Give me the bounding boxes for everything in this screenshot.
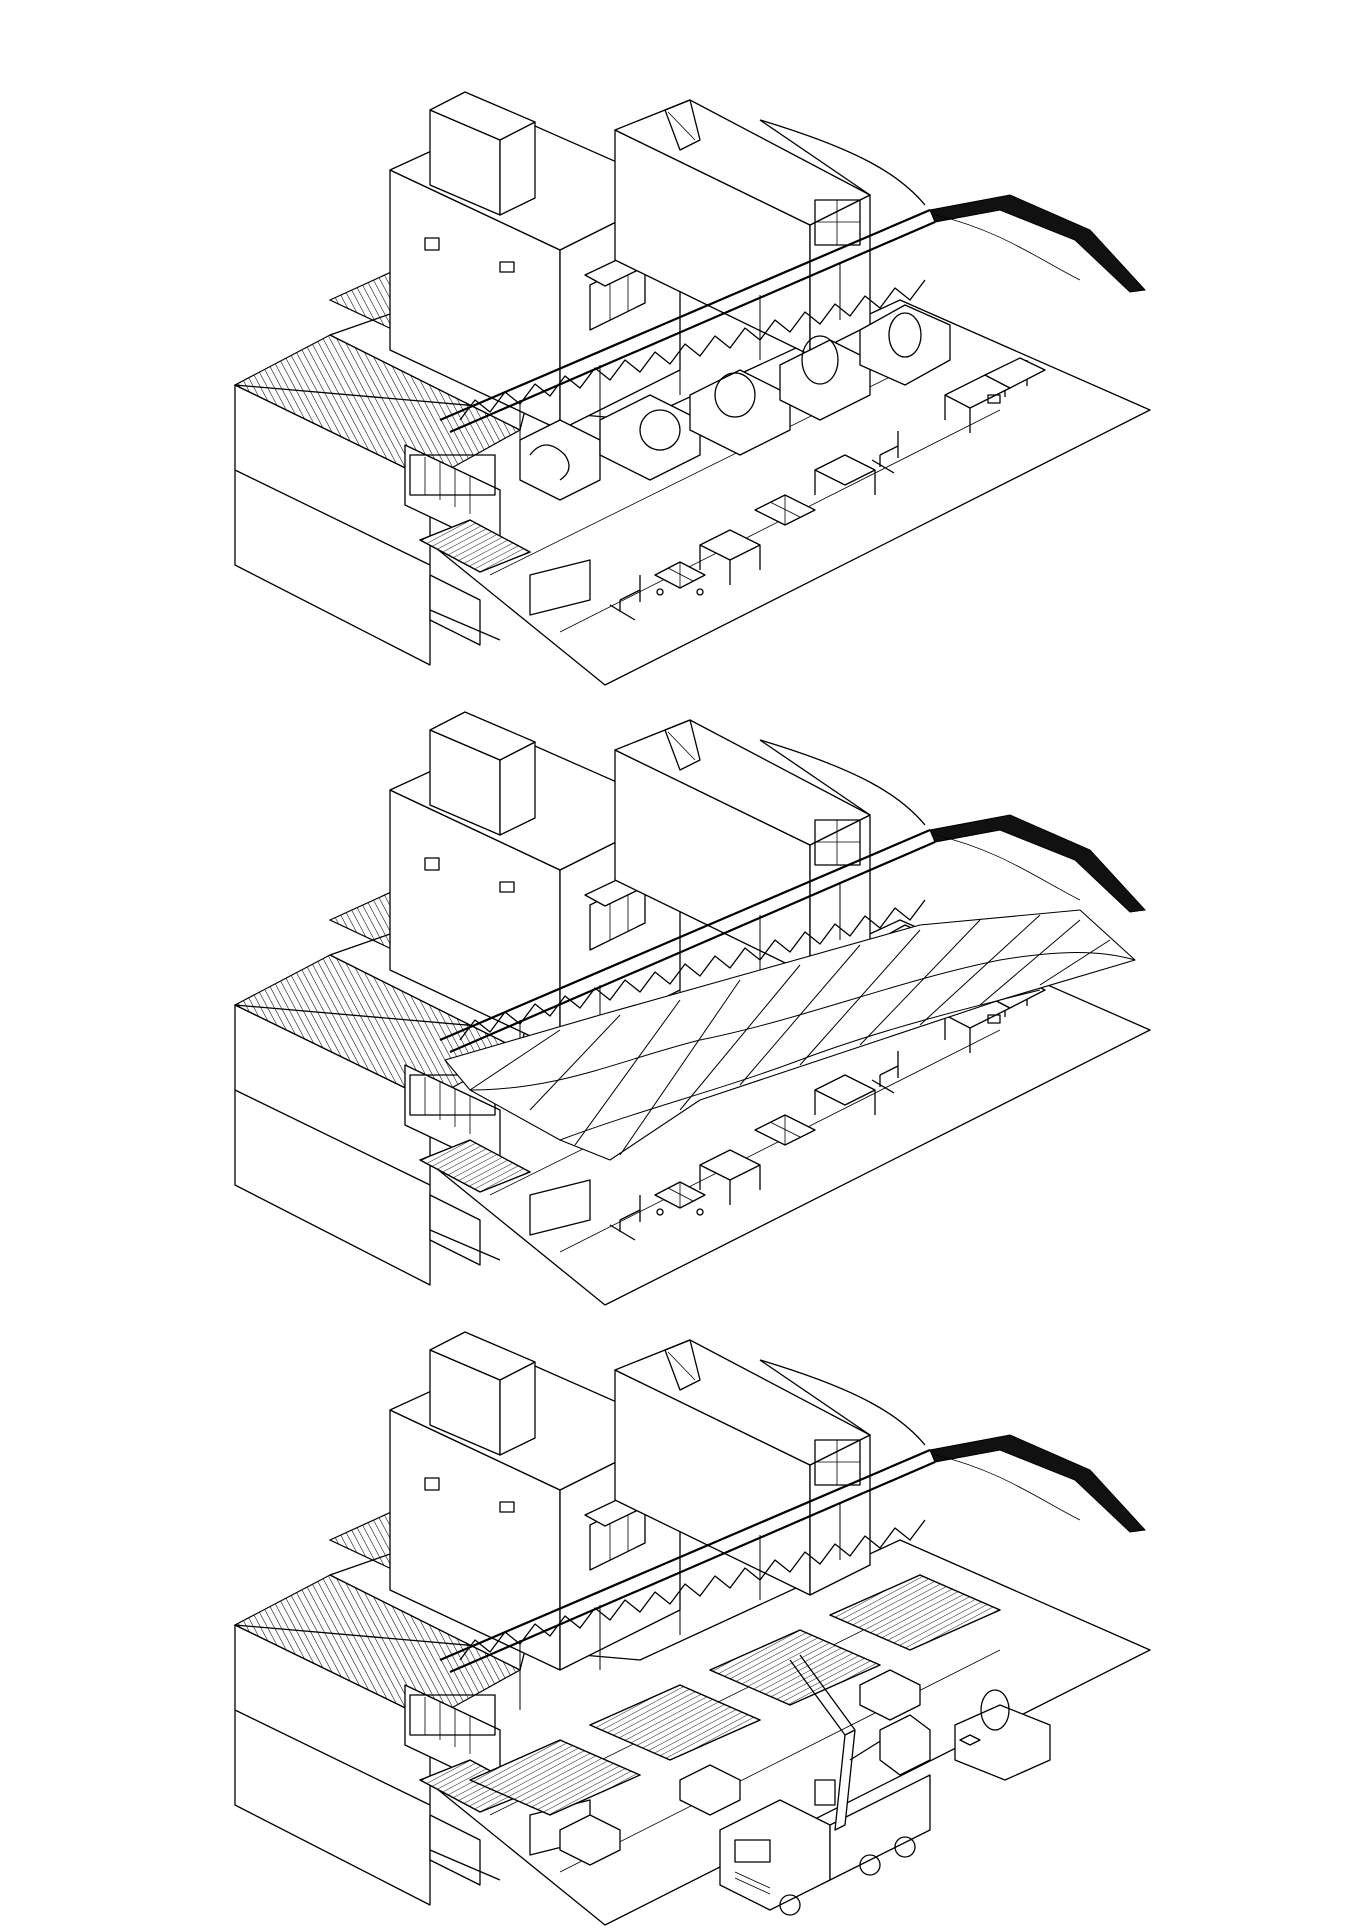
panel-3-axonometric <box>234 1331 1151 1926</box>
panel-2-axonometric <box>234 711 1151 1306</box>
panel-1-axonometric <box>234 91 1151 686</box>
